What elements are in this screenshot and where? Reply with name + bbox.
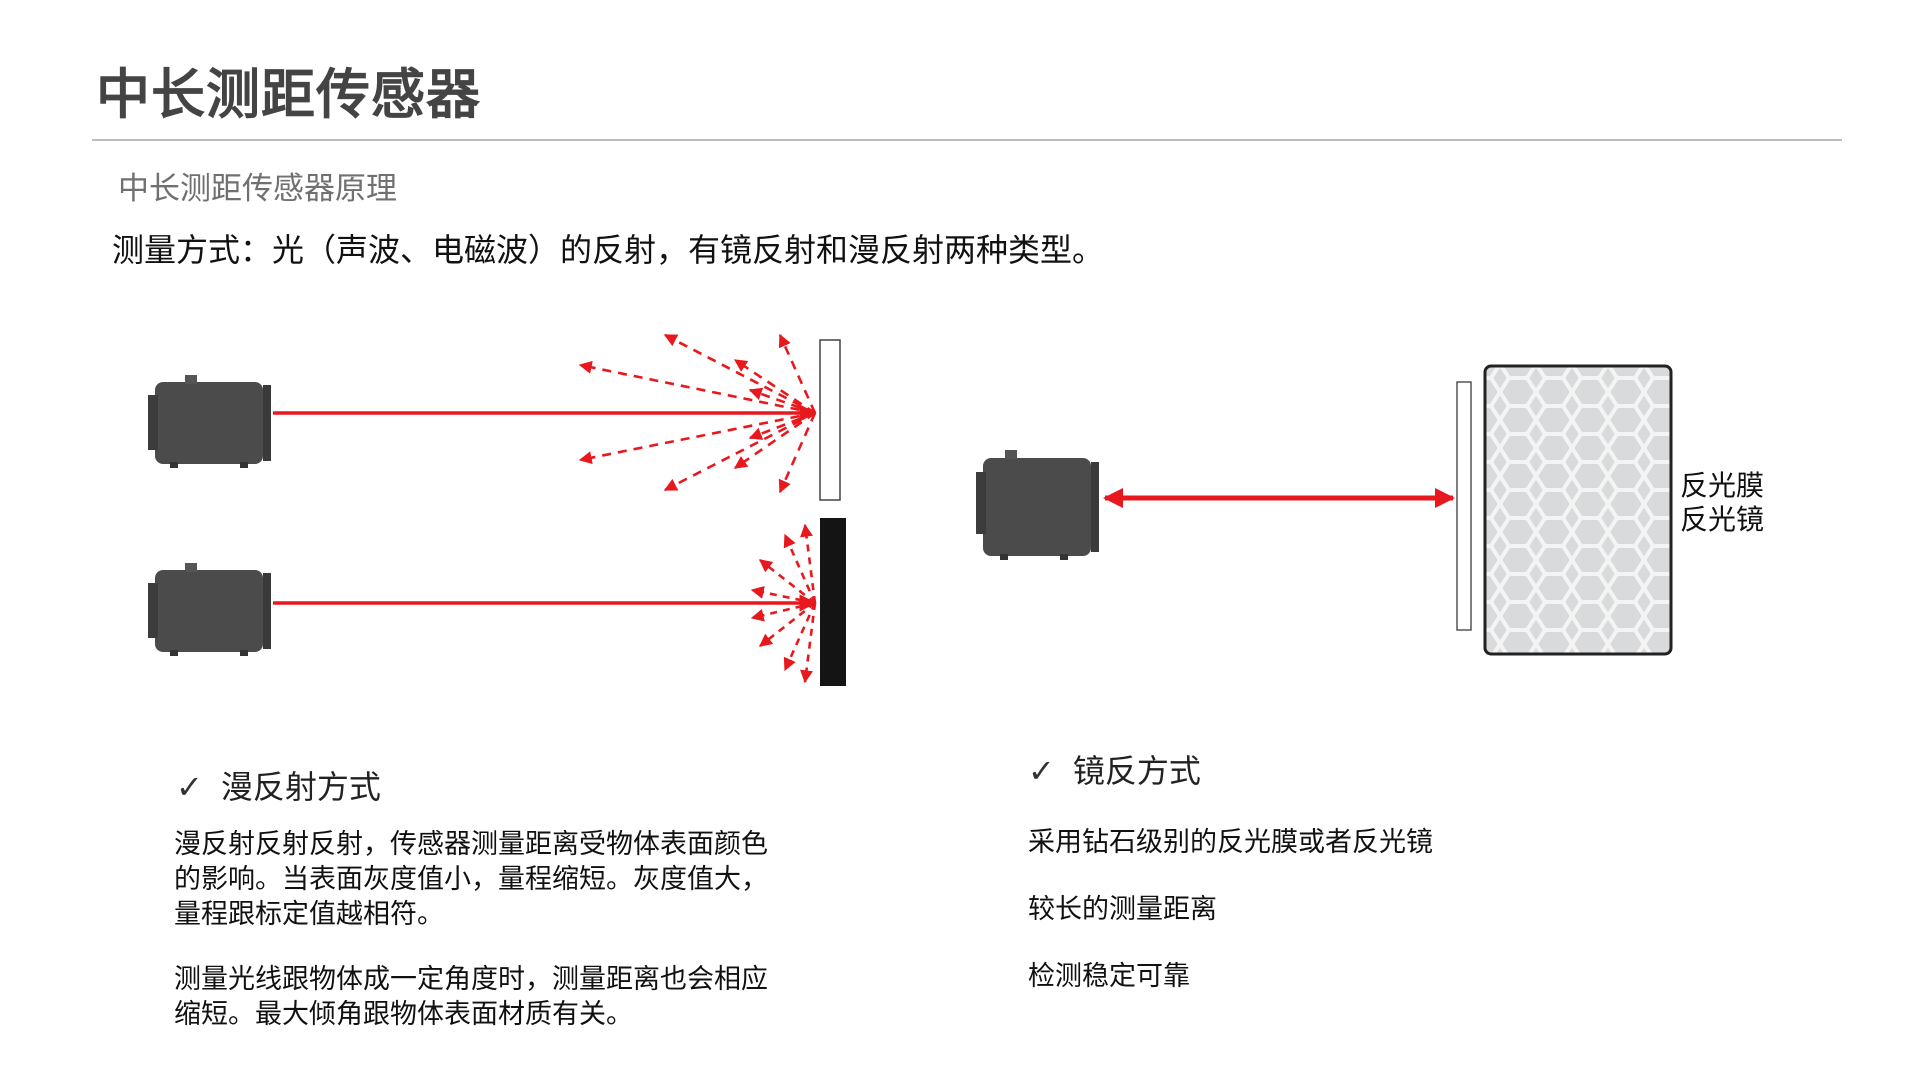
mirror-heading-label: 镜反方式 bbox=[1072, 752, 1201, 790]
mirror-point: 采用钻石级别的反光膜或者反光镜 bbox=[1028, 827, 1433, 858]
paragraph-line: 量程跟标定值越相符。 bbox=[174, 899, 444, 930]
mirror-reflection-diagram bbox=[976, 364, 1673, 656]
diffuse-rays-black bbox=[750, 523, 817, 684]
paragraph-line: 漫反射反射反射，传感器测量距离受物体表面颜色 bbox=[174, 829, 768, 860]
mirror-heading: ✓ 镜反方式 bbox=[1028, 746, 1201, 792]
diffuse-heading-label: 漫反射方式 bbox=[220, 768, 381, 806]
diffuse-paragraph-1: 漫反射反射反射，传感器测量距离受物体表面颜色 的影响。当表面灰度值小，量程缩短。… bbox=[174, 827, 768, 932]
reflector-label-mirror: 反光镜 bbox=[1680, 503, 1765, 536]
diffuse-rays-white bbox=[578, 333, 817, 494]
mirror-panel bbox=[1456, 381, 1472, 631]
sensor-device-icon bbox=[976, 450, 1099, 560]
checkmark-icon: ✓ bbox=[1028, 752, 1055, 790]
reflector-label-film: 反光膜 bbox=[1680, 469, 1765, 502]
white-target bbox=[819, 339, 841, 501]
sensor-device-icon bbox=[148, 563, 271, 656]
checkmark-icon: ✓ bbox=[176, 768, 203, 806]
title-divider bbox=[92, 139, 1842, 141]
paragraph-line: 的影响。当表面灰度值小，量程缩短。灰度值大， bbox=[174, 864, 768, 895]
diffuse-reflection-diagram bbox=[148, 333, 846, 686]
measurement-method-text: 测量方式：光（声波、电磁波）的反射，有镜反射和漫反射两种类型。 bbox=[112, 231, 1105, 269]
mirror-point: 较长的测量距离 bbox=[1028, 894, 1217, 925]
paragraph-line: 测量光线跟物体成一定角度时，测量距离也会相应 bbox=[174, 964, 768, 995]
paragraph-line: 缩短。最大倾角跟物体表面材质有关。 bbox=[174, 999, 633, 1030]
diffuse-paragraph-2: 测量光线跟物体成一定角度时，测量距离也会相应 缩短。最大倾角跟物体表面材质有关。 bbox=[174, 962, 768, 1032]
reflector-film-image bbox=[1483, 364, 1673, 656]
diffuse-heading: ✓ 漫反射方式 bbox=[176, 762, 381, 808]
black-target bbox=[820, 518, 846, 686]
mirror-point: 检测稳定可靠 bbox=[1028, 961, 1190, 992]
section-subtitle: 中长测距传感器原理 bbox=[118, 171, 397, 207]
page-title: 中长测距传感器 bbox=[96, 63, 481, 126]
sensor-device-icon bbox=[148, 375, 271, 468]
